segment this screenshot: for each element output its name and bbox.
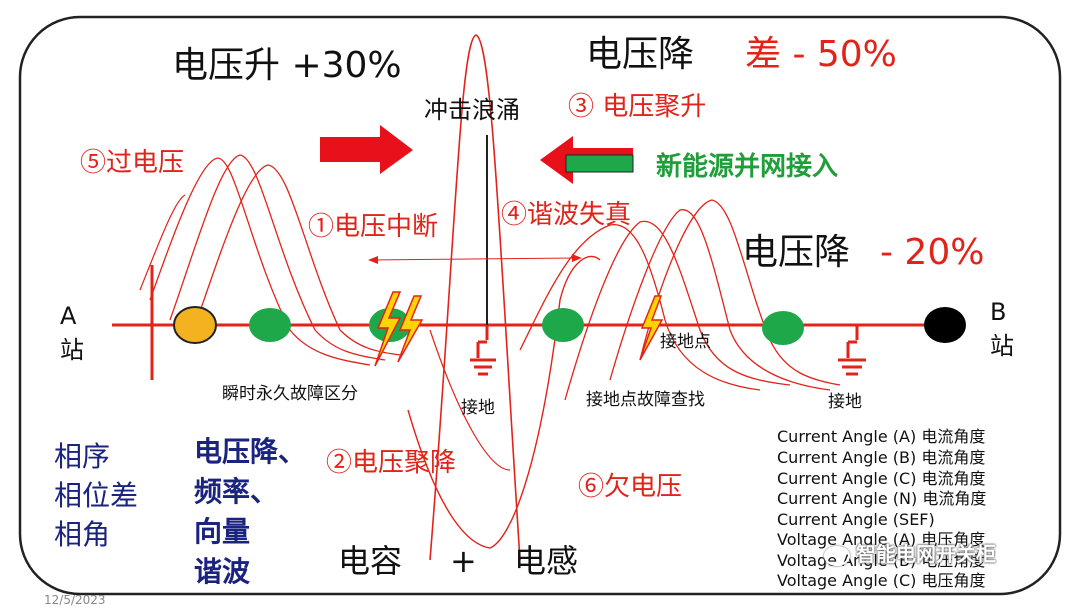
fault-locate-label: 接地点故障查找 bbox=[586, 390, 705, 410]
sag-curve-2 bbox=[429, 329, 511, 471]
lightning-icon bbox=[397, 295, 424, 363]
surge-curve bbox=[429, 34, 521, 561]
harmonic-curve-4 bbox=[639, 199, 841, 386]
right-label-prefix: 电压降 bbox=[742, 232, 851, 273]
angle-list-item: Current Angle (SEF) bbox=[777, 510, 935, 529]
voltage-sag-label: ②电压聚降 bbox=[326, 448, 457, 478]
node-green-1 bbox=[249, 308, 291, 342]
wechat-icon bbox=[824, 545, 850, 566]
harmonic-curve-1 bbox=[519, 224, 761, 391]
ground-center-label: 接地 bbox=[461, 398, 495, 418]
double-arrow bbox=[368, 254, 582, 264]
overvoltage-curve-2 bbox=[169, 154, 386, 361]
mid-param-item: 频率、 bbox=[194, 475, 279, 508]
date-label: 12/5/2023 bbox=[44, 593, 106, 607]
top-right-label-accent: 差 - 50% bbox=[745, 34, 897, 75]
renewable-bar bbox=[565, 154, 634, 173]
node-orange bbox=[173, 306, 217, 344]
top-right-label-prefix: 电压降 bbox=[586, 34, 695, 75]
lightning-icon bbox=[374, 291, 402, 367]
angle-list-item: Voltage Angle (A) 电压角度 bbox=[777, 530, 986, 549]
sag-curve bbox=[407, 255, 601, 549]
arrow-right-icon bbox=[320, 125, 413, 174]
station-b-line1: B bbox=[990, 298, 1007, 326]
mid-param-item: 谐波 bbox=[194, 555, 251, 588]
station-b-line2: 站 bbox=[990, 332, 1014, 360]
lightning-icon bbox=[639, 295, 664, 361]
ground-symbol-right bbox=[838, 325, 866, 376]
left-param-item: 相序 bbox=[54, 440, 111, 473]
voltage-swell-label: ③ 电压聚升 bbox=[568, 92, 707, 122]
plus-sign: + bbox=[450, 542, 477, 580]
renewable-label: 新能源并网接入 bbox=[656, 152, 839, 182]
watermark-text: 智能电网开关柜 bbox=[856, 542, 996, 566]
frame-border bbox=[18, 15, 1062, 596]
mid-param-item: 向量 bbox=[194, 515, 251, 548]
ground-symbol-center bbox=[470, 325, 496, 376]
angle-list-item: Current Angle (N) 电流角度 bbox=[777, 489, 987, 508]
right-label-accent: - 20% bbox=[880, 232, 985, 273]
overvoltage-curve-4 bbox=[139, 194, 186, 291]
overvoltage-label: ⑤过电压 bbox=[80, 148, 185, 178]
mid-param-item: 电压降、 bbox=[194, 435, 307, 468]
node-black-b bbox=[924, 307, 966, 343]
harmonic-distortion-label: ④谐波失真 bbox=[501, 200, 632, 230]
overvoltage-curve-1 bbox=[149, 157, 371, 366]
angle-list-item: Current Angle (C) 电流角度 bbox=[777, 469, 986, 488]
angle-list-item: Voltage Angle (C) 电压角度 bbox=[777, 571, 986, 590]
overvoltage-curve-3 bbox=[189, 164, 401, 356]
fault-point-label: 接地点 bbox=[660, 332, 711, 352]
surge-label: 冲击浪涌 bbox=[424, 96, 520, 124]
harmonic-curve-3 bbox=[609, 209, 831, 391]
watermark: 智能电网开关柜 bbox=[824, 544, 996, 566]
angle-list-item: Current Angle (A) 电流角度 bbox=[777, 427, 986, 446]
inductance-label: 电感 bbox=[514, 542, 579, 580]
station-a-line2: 站 bbox=[60, 336, 84, 364]
top-left-label: 电压升 +30% bbox=[172, 45, 402, 86]
node-green-4 bbox=[762, 311, 804, 345]
voltage-interrupt-label: ①电压中断 bbox=[308, 212, 439, 242]
station-a-line1: A bbox=[60, 302, 77, 330]
left-param-item: 相位差 bbox=[54, 479, 139, 512]
fault-classify-label: 瞬时永久故障区分 bbox=[222, 384, 358, 404]
angle-list-item: Current Angle (B) 电流角度 bbox=[777, 448, 986, 467]
capacitance-label: 电容 bbox=[338, 542, 403, 580]
left-param-item: 相角 bbox=[54, 518, 111, 551]
ground-right-label: 接地 bbox=[828, 392, 862, 412]
node-green-3 bbox=[542, 308, 584, 342]
undervoltage-label: ⑥欠电压 bbox=[578, 472, 683, 502]
